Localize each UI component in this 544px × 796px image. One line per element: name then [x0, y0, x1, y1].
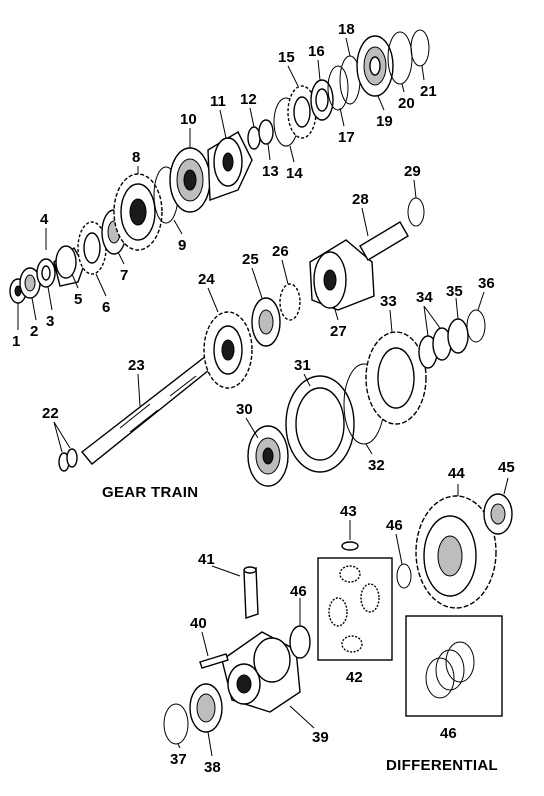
label-differential: DIFFERENTIAL	[386, 757, 498, 774]
callout-46-left: 46	[290, 583, 307, 600]
callout-26: 26	[272, 243, 289, 260]
part-28-shaft	[359, 221, 409, 261]
callout-46-mid: 46	[386, 517, 403, 534]
callout-37: 37	[170, 751, 187, 768]
differential-assembly	[163, 493, 513, 745]
callout-22: 22	[42, 405, 59, 422]
callout-21: 21	[420, 83, 437, 100]
part-13-ring	[258, 119, 274, 145]
callout-16: 16	[308, 43, 325, 60]
callout-17: 17	[338, 129, 355, 146]
part-41-shaft	[243, 567, 259, 619]
callout-25: 25	[242, 251, 259, 268]
callout-44: 44	[448, 465, 465, 482]
callout-36: 36	[478, 275, 495, 292]
callout-5: 5	[74, 291, 82, 308]
callout-8: 8	[132, 149, 140, 166]
callout-9: 9	[178, 237, 186, 254]
part-46-ring-left	[289, 625, 311, 659]
upper-shaft-assembly	[9, 29, 430, 304]
part-46-shim-box	[405, 615, 503, 717]
callout-15: 15	[278, 49, 295, 66]
part-23-shaft	[80, 355, 215, 465]
callout-20: 20	[398, 95, 415, 112]
callout-24: 24	[198, 271, 215, 288]
part-46-ring-mid	[396, 563, 412, 589]
part-36-ring	[466, 309, 486, 343]
callout-1: 1	[12, 333, 20, 350]
callout-4: 4	[40, 211, 49, 228]
callout-2: 2	[30, 323, 38, 340]
part-22-ring-b	[66, 448, 78, 468]
callout-38: 38	[204, 759, 221, 776]
callout-39: 39	[312, 729, 329, 746]
part-21-ring	[410, 29, 430, 67]
leader-lines	[17, 37, 509, 757]
callout-3: 3	[46, 313, 54, 330]
callout-42: 42	[346, 669, 363, 686]
part-12-bearing	[247, 126, 261, 150]
callout-30: 30	[236, 401, 253, 418]
part-37-ring	[163, 703, 189, 745]
callout-12: 12	[240, 91, 257, 108]
callout-33: 33	[380, 293, 397, 310]
callout-41: 41	[198, 551, 215, 568]
callout-43: 43	[340, 503, 357, 520]
callout-numbers: 1 2 3 4 5 6 7 8 9 10 11 12 13 14 15 16 1…	[12, 21, 515, 776]
callout-10: 10	[180, 111, 197, 128]
callout-46-box: 46	[440, 725, 457, 742]
callout-23: 23	[128, 357, 145, 374]
callout-34: 34	[416, 289, 433, 306]
middle-shaft-assembly	[58, 197, 486, 487]
part-35-plate	[447, 318, 469, 354]
part-26-gear	[279, 283, 301, 321]
part-29-ring	[407, 197, 425, 227]
callout-14: 14	[286, 165, 303, 182]
callout-31: 31	[294, 357, 311, 374]
callout-28: 28	[352, 191, 369, 208]
callout-35: 35	[446, 283, 463, 300]
callout-29: 29	[404, 163, 421, 180]
part-43-washer	[341, 541, 359, 551]
callout-7: 7	[120, 267, 128, 284]
callout-18: 18	[338, 21, 355, 38]
callout-19: 19	[376, 113, 393, 130]
callout-40: 40	[190, 615, 207, 632]
callout-27: 27	[330, 323, 347, 340]
callout-6: 6	[102, 299, 110, 316]
callout-11: 11	[210, 93, 226, 110]
part-40-pin	[199, 653, 229, 669]
callout-32: 32	[368, 457, 385, 474]
part-17-ring	[327, 65, 349, 111]
callout-13: 13	[262, 163, 279, 180]
callout-45: 45	[498, 459, 515, 476]
label-gear-train: GEAR TRAIN	[102, 484, 198, 501]
part-42-gear-set-box	[317, 557, 393, 661]
